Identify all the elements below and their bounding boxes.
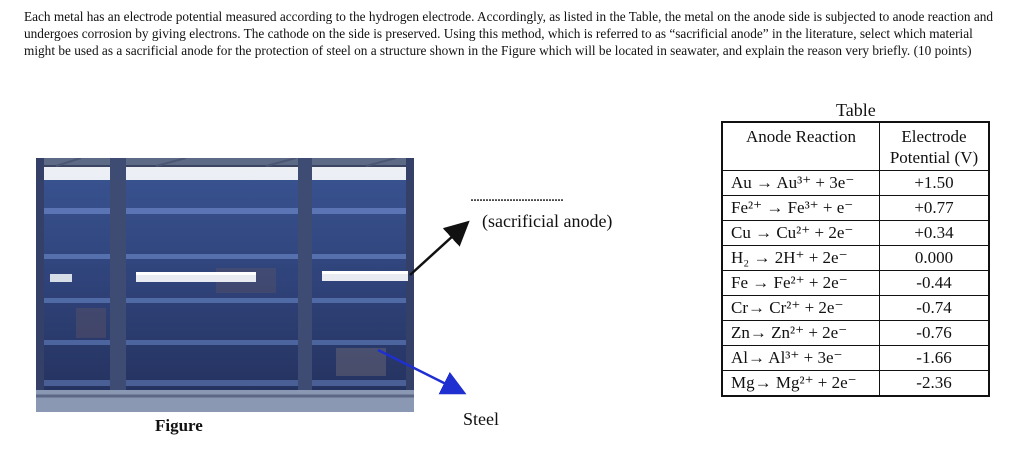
table-row: Au → Au³⁺ + 3e⁻ +1.50 xyxy=(721,170,990,196)
reaction-cell: H₂ → 2H⁺ + 2e⁻ xyxy=(721,245,880,271)
electrode-potential-table: Anode Reaction Electrode Potential (V) A… xyxy=(721,121,990,397)
table-title: Table xyxy=(836,100,876,120)
table-row: H₂ → 2H⁺ + 2e⁻ 0.000 xyxy=(721,245,990,271)
table-header-row: Anode Reaction Electrode Potential (V) xyxy=(721,121,990,171)
question-text: Each metal has an electrode potential me… xyxy=(24,9,994,58)
table-row: Al→ Al³⁺ + 3e⁻ -1.66 xyxy=(721,345,990,371)
reaction-cell: Au → Au³⁺ + 3e⁻ xyxy=(721,170,880,196)
steel-structure-image xyxy=(36,158,414,412)
potential-cell: -0.74 xyxy=(879,295,990,321)
figure-caption: Figure xyxy=(155,416,203,435)
potential-cell: +1.50 xyxy=(879,170,990,196)
potential-cell: -0.44 xyxy=(879,270,990,296)
potential-cell: +0.34 xyxy=(879,220,990,246)
reaction-cell: Mg→ Mg²⁺ + 2e⁻ xyxy=(721,370,880,397)
reaction-cell: Fe²⁺ → Fe³⁺ + e⁻ xyxy=(721,195,880,221)
reaction-cell: Al→ Al³⁺ + 3e⁻ xyxy=(721,345,880,371)
potential-cell: -1.66 xyxy=(879,345,990,371)
potential-cell: -0.76 xyxy=(879,320,990,346)
potential-cell: +0.77 xyxy=(879,195,990,221)
reaction-cell: Fe → Fe²⁺ + 2e⁻ xyxy=(721,270,880,296)
potential-cell: -2.36 xyxy=(879,370,990,397)
sacrificial-anode-label: (sacrificial anode) xyxy=(482,211,613,231)
table-row: Cu → Cu²⁺ + 2e⁻ +0.34 xyxy=(721,220,990,246)
figure-photo xyxy=(36,158,414,412)
reaction-cell: Zn→ Zn²⁺ + 2e⁻ xyxy=(721,320,880,346)
dotted-leader: ............................... xyxy=(470,188,564,205)
table-row: Zn→ Zn²⁺ + 2e⁻ -0.76 xyxy=(721,320,990,346)
sacrificial-anode-arrow xyxy=(409,220,470,276)
reaction-cell: Cr→ Cr²⁺ + 2e⁻ xyxy=(721,295,880,321)
header-anode-reaction: Anode Reaction xyxy=(721,121,880,171)
table-row: Fe → Fe²⁺ + 2e⁻ -0.44 xyxy=(721,270,990,296)
table-row: Mg→ Mg²⁺ + 2e⁻ -2.36 xyxy=(721,370,990,397)
steel-label: Steel xyxy=(463,409,499,429)
table-row: Fe²⁺ → Fe³⁺ + e⁻ +0.77 xyxy=(721,195,990,221)
header-electrode-potential: Electrode Potential (V) xyxy=(879,121,990,171)
reaction-cell: Cu → Cu²⁺ + 2e⁻ xyxy=(721,220,880,246)
potential-cell: 0.000 xyxy=(879,245,990,271)
table-row: Cr→ Cr²⁺ + 2e⁻ -0.74 xyxy=(721,295,990,321)
